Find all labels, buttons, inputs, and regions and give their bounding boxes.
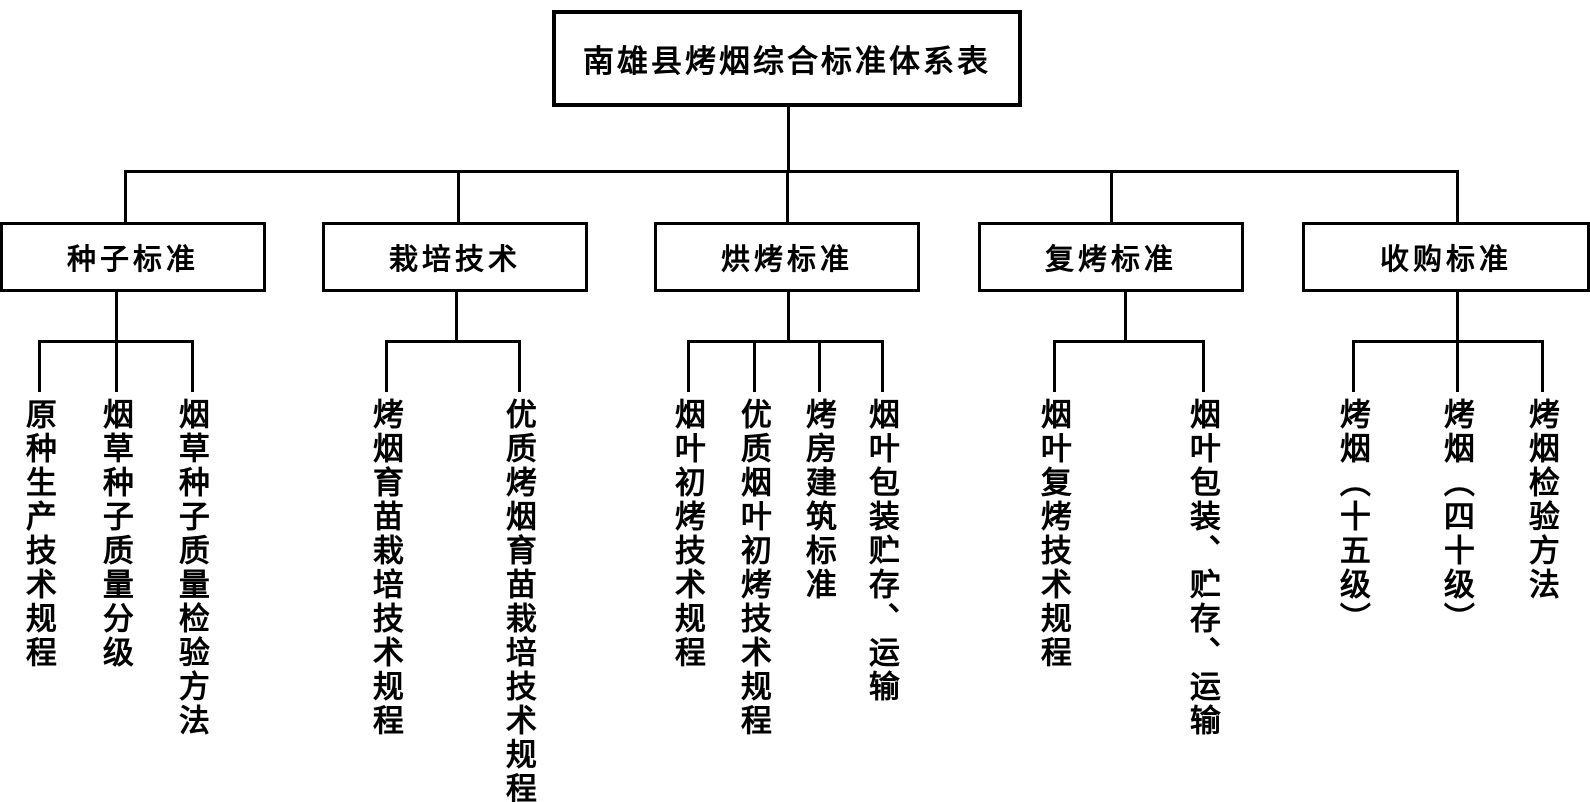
leaf-label-curing-3: 烟叶包装贮存、运输 <box>862 398 899 704</box>
leaf-stem-purchasing <box>1456 292 1459 342</box>
leaf-drop-seed-0 <box>38 340 41 392</box>
branch-drop-seed <box>124 170 127 225</box>
branch-drop-cultivation <box>457 170 460 225</box>
leaf-stem-curing <box>787 292 790 342</box>
branch-box-purchasing[interactable]: 收购标准 <box>1302 222 1590 292</box>
leaf-stem-seed <box>115 292 118 342</box>
branch-drop-redrying <box>1110 170 1113 225</box>
branch-box-seed[interactable]: 种子标准 <box>0 222 266 292</box>
branch-label-purchasing: 收购标准 <box>1379 242 1512 276</box>
leaf-bus-curing <box>687 340 884 343</box>
leaf-stem-redrying <box>1124 292 1127 342</box>
leaf-drop-purchasing-0 <box>1352 340 1355 392</box>
branch-drop-purchasing <box>1456 170 1459 225</box>
leaf-drop-purchasing-1 <box>1456 340 1459 392</box>
branch-label-redrying: 复烤标准 <box>1044 242 1177 276</box>
leaf-label-redrying-0: 烟叶复烤技术规程 <box>1034 398 1071 670</box>
leaf-drop-seed-1 <box>115 340 118 392</box>
leaf-drop-redrying-1 <box>1202 340 1205 392</box>
leaf-bus-cultivation <box>385 340 521 343</box>
leaf-drop-purchasing-2 <box>1541 340 1544 392</box>
leaf-bus-redrying <box>1053 340 1205 343</box>
leaf-bus-purchasing <box>1352 340 1544 343</box>
leaf-label-curing-1: 优质烟叶初烤技术规程 <box>734 398 771 738</box>
leaf-label-purchasing-2: 烤烟检验方法 <box>1522 398 1559 602</box>
leaf-drop-curing-3 <box>881 340 884 392</box>
branch-box-curing[interactable]: 烘烤标准 <box>654 222 920 292</box>
root-node-box[interactable]: 南雄县烤烟综合标准体系表 <box>552 10 1022 107</box>
root-stem-line <box>787 107 790 172</box>
leaf-drop-cultivation-1 <box>518 340 521 392</box>
branch-drop-curing <box>786 170 789 225</box>
leaf-drop-redrying-0 <box>1053 340 1056 392</box>
leaf-label-curing-2: 烤房建筑标准 <box>799 398 836 602</box>
leaf-label-seed-1: 烟草种子质量分级 <box>96 398 133 670</box>
leaf-drop-seed-2 <box>191 340 194 392</box>
leaf-drop-curing-1 <box>753 340 756 392</box>
branch-box-redrying[interactable]: 复烤标准 <box>978 222 1244 292</box>
root-node-label: 南雄县烤烟综合标准体系表 <box>583 44 991 80</box>
branch-label-cultivation: 栽培技术 <box>388 242 521 276</box>
branch-label-curing: 烘烤标准 <box>720 242 853 276</box>
leaf-drop-curing-2 <box>818 340 821 392</box>
level2-bus-line <box>124 170 1457 173</box>
leaf-label-seed-0: 原种生产技术规程 <box>19 398 56 670</box>
leaf-label-cultivation-1: 优质烤烟育苗栽培技术规程 <box>499 398 536 802</box>
branch-label-seed: 种子标准 <box>66 242 199 276</box>
branch-box-cultivation[interactable]: 栽培技术 <box>322 222 588 292</box>
leaf-stem-cultivation <box>455 292 458 342</box>
leaf-label-curing-0: 烟叶初烤技术规程 <box>668 398 705 670</box>
leaf-label-cultivation-0: 烤烟育苗栽培技术规程 <box>366 398 403 738</box>
leaf-drop-cultivation-0 <box>385 340 388 392</box>
leaf-label-redrying-1: 烟叶包装、贮存、运输 <box>1183 398 1220 738</box>
leaf-label-purchasing-1: 烤烟（四十级） <box>1437 398 1474 636</box>
leaf-label-seed-2: 烟草种子质量检验方法 <box>172 398 209 738</box>
leaf-drop-curing-0 <box>687 340 690 392</box>
leaf-label-purchasing-0: 烤烟（十五级） <box>1333 398 1370 636</box>
